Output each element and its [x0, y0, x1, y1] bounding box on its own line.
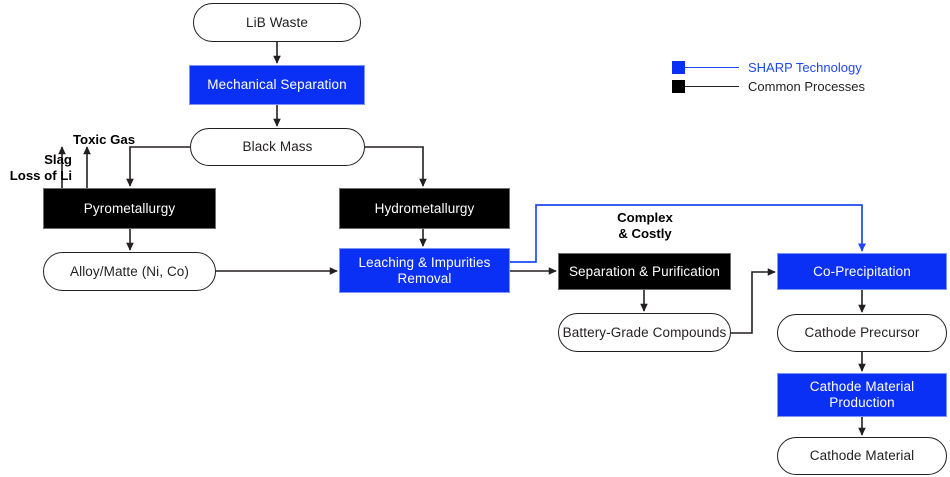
node-label: Cathode Precursor	[804, 325, 920, 341]
legend-label-sharp-technology: SHARP Technology	[748, 60, 862, 75]
legend-label-common-processes: Common Processes	[748, 79, 866, 94]
annotation-slag-loss-of-li: Slag Loss of Li	[9, 152, 72, 183]
node-black-mass[interactable]: Black Mass	[190, 128, 365, 166]
legend-item-common-processes: Common Processes	[672, 77, 865, 96]
node-battery-grade-compounds[interactable]: Battery-Grade Compounds	[558, 313, 731, 352]
node-cathode-precursor[interactable]: Cathode Precursor	[777, 314, 947, 352]
edge-blackmass-to-pyro	[126, 146, 190, 187]
node-label: Cathode Material Production	[809, 379, 915, 410]
node-mechanical-separation[interactable]: Mechanical Separation	[189, 65, 365, 105]
annotation-complex-and-costly: Complex & Costly	[617, 210, 673, 241]
node-leaching-impurities-removal[interactable]: Leaching & Impurities Removal	[339, 248, 510, 293]
node-label: Separation & Purification	[568, 263, 721, 279]
node-label: Co-Precipitation	[813, 263, 911, 279]
legend-swatch-black-icon	[672, 80, 685, 93]
node-label: LiB Waste	[246, 14, 308, 30]
node-label: Hydrometallurgy	[374, 200, 475, 216]
node-label: Alloy/Matte (Ni, Co)	[69, 263, 190, 279]
legend-line-blue-icon	[685, 67, 739, 68]
node-co-precipitation[interactable]: Co-Precipitation	[777, 253, 947, 290]
legend-swatch-blue-icon	[672, 61, 685, 74]
annotation-toxic-gas: Toxic Gas	[72, 132, 136, 147]
edge-batterygrade-to-coprecip	[731, 268, 776, 334]
node-hydrometallurgy[interactable]: Hydrometallurgy	[339, 188, 510, 229]
node-label: Cathode Material	[809, 448, 915, 464]
node-cathode-material-production[interactable]: Cathode Material Production	[777, 373, 947, 417]
legend-item-sharp-technology: SHARP Technology	[672, 58, 865, 77]
node-lib-waste[interactable]: LiB Waste	[193, 3, 361, 42]
node-label: Leaching & Impurities Removal	[358, 254, 491, 286]
node-label: Battery-Grade Compounds	[562, 324, 727, 340]
legend: SHARP Technology Common Processes	[672, 58, 865, 96]
node-separation-purification[interactable]: Separation & Purification	[558, 253, 731, 290]
edge-blackmass-to-hydro	[365, 146, 427, 187]
node-cathode-material[interactable]: Cathode Material	[777, 437, 947, 475]
node-pyrometallurgy[interactable]: Pyrometallurgy	[43, 188, 216, 229]
node-alloy-matte[interactable]: Alloy/Matte (Ni, Co)	[43, 252, 216, 291]
node-label: Pyrometallurgy	[83, 200, 176, 216]
node-label: Mechanical Separation	[207, 77, 347, 93]
legend-line-black-icon	[685, 86, 739, 87]
node-label: Black Mass	[242, 139, 313, 155]
